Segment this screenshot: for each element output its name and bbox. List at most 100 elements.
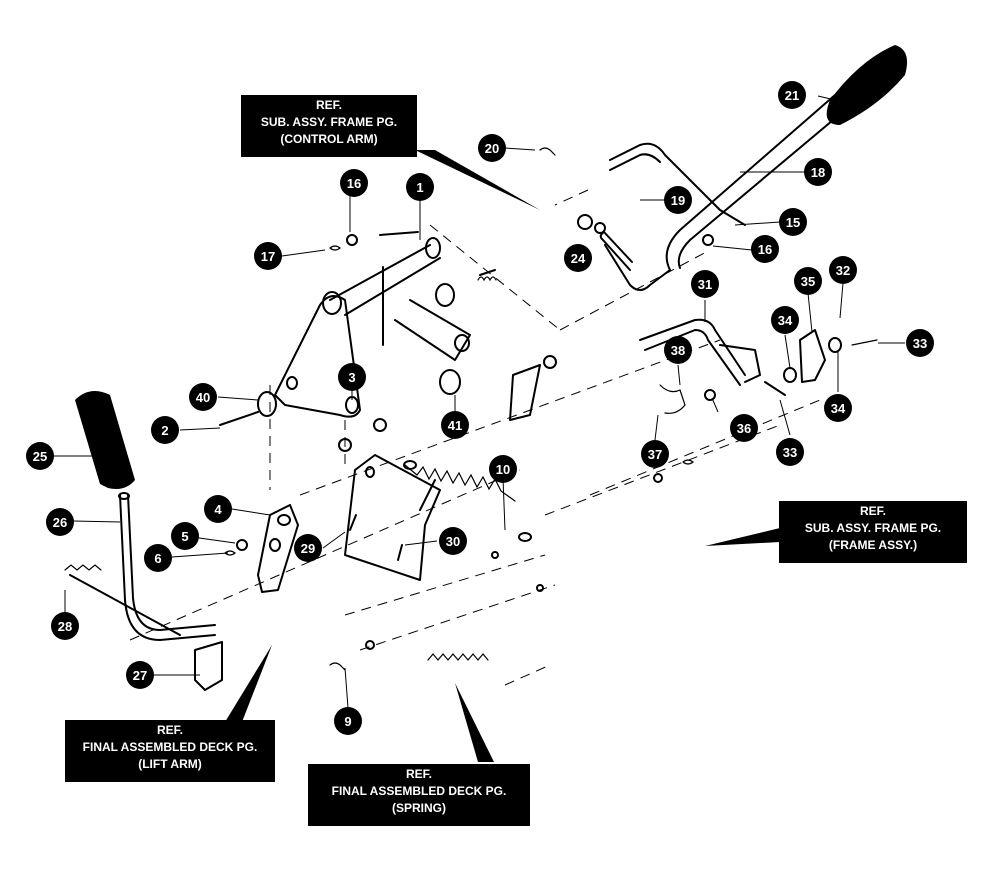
callout-label: 18 xyxy=(811,165,825,180)
callout-24: 24 xyxy=(564,244,592,272)
callout-circle xyxy=(824,394,852,422)
callout-circle xyxy=(439,527,467,555)
callout-label: 33 xyxy=(913,336,927,351)
callout-25: 25 xyxy=(26,442,54,470)
frame-plate xyxy=(274,231,441,418)
callout-20: 20 xyxy=(478,134,506,162)
spring-10 xyxy=(403,460,532,542)
grip-21 xyxy=(826,45,908,125)
callout-circle xyxy=(51,612,79,640)
callout-circle xyxy=(730,414,758,442)
callout-label: 9 xyxy=(344,714,351,729)
callout-label: 5 xyxy=(181,529,188,544)
callout-35: 35 xyxy=(794,267,822,295)
bracket-arm xyxy=(394,269,541,421)
ref-line: SUB. ASSY. FRAME PG. xyxy=(804,521,942,535)
callout-label: 40 xyxy=(196,390,210,405)
callout-circle xyxy=(771,306,799,334)
callout-circle xyxy=(776,438,804,466)
callout-circle xyxy=(441,411,469,439)
callout-10: 10 xyxy=(489,455,517,483)
ref-pointer-lift-arm xyxy=(225,645,272,722)
callout-3: 3 xyxy=(338,363,366,391)
callout-label: 33 xyxy=(783,445,797,460)
callout-15: 15 xyxy=(779,208,807,236)
ref-line: SUB. ASSY. FRAME PG. xyxy=(260,115,398,129)
spring-38 xyxy=(659,384,686,414)
callout-circle xyxy=(144,544,172,572)
callout-4: 4 xyxy=(204,495,232,523)
callout-label: 24 xyxy=(571,251,586,266)
ref-pointer-spring xyxy=(455,683,494,762)
callout-37: 37 xyxy=(641,440,669,468)
callout-36: 36 xyxy=(730,414,758,442)
lift-lever xyxy=(64,492,223,691)
callout-label: 37 xyxy=(648,447,662,462)
callout-circle xyxy=(778,81,806,109)
ref-box-spring: REF. FINAL ASSEMBLED DECK PG. (SPRING) xyxy=(308,764,530,826)
callout-label: 34 xyxy=(778,313,793,328)
callout-18: 18 xyxy=(804,158,832,186)
ref-line: (FRAME ASSY.) xyxy=(828,538,918,552)
callout-circle xyxy=(906,329,934,357)
lower-bracket xyxy=(344,454,441,581)
callout-21: 21 xyxy=(778,81,806,109)
callout-circle xyxy=(334,707,362,735)
right-bracket xyxy=(783,329,842,383)
callout-circle xyxy=(691,270,719,298)
callout-label: 10 xyxy=(496,462,510,477)
callout-label: 2 xyxy=(161,423,168,438)
callout-circle xyxy=(641,440,669,468)
callout-31: 31 xyxy=(691,270,719,298)
callout-label: 19 xyxy=(671,193,685,208)
callout-circle xyxy=(664,336,692,364)
callout-label: 15 xyxy=(786,215,800,230)
ref-line: REF. xyxy=(405,767,432,781)
ref-line: (SPRING) xyxy=(392,801,446,815)
grip-25 xyxy=(75,391,135,489)
callout-label: 1 xyxy=(416,180,423,195)
callout-circle xyxy=(126,661,154,689)
link-rod xyxy=(639,318,761,386)
callout-label: 20 xyxy=(485,141,499,156)
callout-16: 16 xyxy=(340,169,368,197)
callout-circle xyxy=(189,383,217,411)
ref-box-frame-assy: REF. SUB. ASSY. FRAME PG. (FRAME ASSY.) xyxy=(779,501,967,563)
callout-label: 30 xyxy=(446,534,460,549)
bracket-4 xyxy=(257,504,299,593)
callout-label: 35 xyxy=(801,274,815,289)
assembly-lines xyxy=(129,189,821,686)
callout-circle xyxy=(338,363,366,391)
callout-28: 28 xyxy=(51,612,79,640)
ref-line: REF. xyxy=(859,504,886,518)
callout-circle xyxy=(46,508,74,536)
callout-32: 32 xyxy=(829,256,857,284)
callout-circle xyxy=(340,169,368,197)
callout-circle xyxy=(564,244,592,272)
callout-circle xyxy=(478,134,506,162)
callout-29: 29 xyxy=(294,534,322,562)
callout-label: 27 xyxy=(133,668,147,683)
callout-2: 2 xyxy=(151,416,179,444)
callout-circle xyxy=(804,158,832,186)
ref-line: FINAL ASSEMBLED DECK PG. xyxy=(82,740,258,754)
callout-34: 34 xyxy=(771,306,799,334)
callout-label: 36 xyxy=(737,421,751,436)
lower-spring xyxy=(427,653,489,661)
callout-label: 6 xyxy=(154,551,161,566)
callout-circle xyxy=(151,416,179,444)
control-arm xyxy=(599,94,846,291)
leader-lines xyxy=(40,95,905,709)
callout-label: 41 xyxy=(448,418,462,433)
callout-5: 5 xyxy=(171,522,199,550)
callout-30: 30 xyxy=(439,527,467,555)
callout-circle xyxy=(779,208,807,236)
callout-17: 17 xyxy=(254,242,282,270)
callout-9: 9 xyxy=(334,707,362,735)
callout-26: 26 xyxy=(46,508,74,536)
callout-circle xyxy=(489,455,517,483)
ref-line: REF. xyxy=(156,723,183,737)
callout-circle xyxy=(204,495,232,523)
callout-16: 16 xyxy=(751,235,779,263)
